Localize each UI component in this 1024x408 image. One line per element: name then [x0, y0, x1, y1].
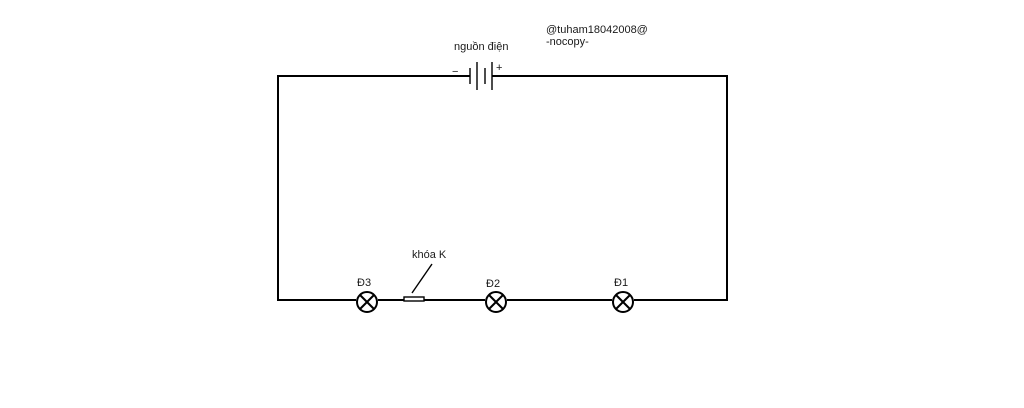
wire-top-left: [277, 75, 470, 301]
lamp-d2-cross-2: [488, 294, 504, 310]
lamp-d1-label: Đ1: [614, 277, 628, 289]
battery-symbol: [469, 62, 493, 90]
battery-plus-sign: +: [496, 62, 502, 74]
switch-label: khóa K: [412, 249, 447, 261]
lamp-d2-symbol: [485, 291, 507, 313]
watermark-line-1: @tuham18042008@: [546, 24, 648, 36]
switch-contact: [403, 296, 425, 302]
lamp-d1-symbol: [612, 291, 634, 313]
watermark-line-2: -nocopy-: [546, 36, 589, 48]
power-source-label: nguồn điện: [454, 41, 508, 53]
lamp-d2-label: Đ2: [486, 278, 500, 290]
switch-label-pointer: [411, 263, 433, 294]
wire-top-right: [492, 75, 728, 301]
lamp-d3-symbol: [356, 291, 378, 313]
battery-minus-sign: −: [452, 66, 458, 78]
lamp-d3-label: Đ3: [357, 277, 371, 289]
lamp-d3-cross-2: [359, 294, 375, 310]
switch-symbol: [403, 263, 433, 302]
lamp-d1-cross-2: [615, 294, 631, 310]
circuit-wires: [277, 75, 728, 301]
